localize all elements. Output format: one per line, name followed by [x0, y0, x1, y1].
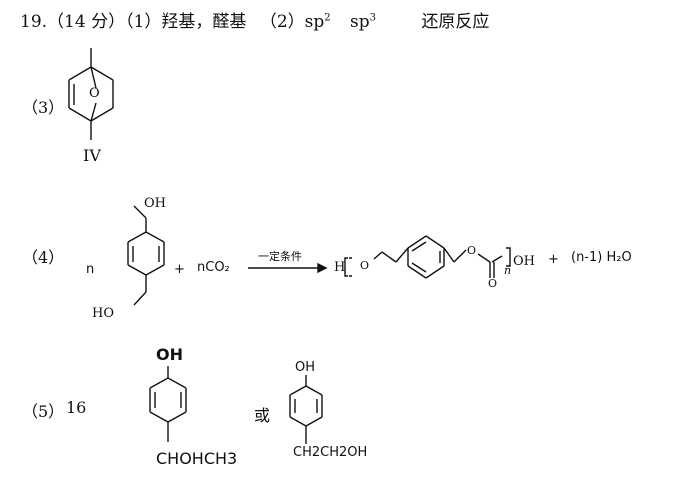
reaction-arrow	[248, 262, 328, 274]
polymer-end-h: H	[334, 260, 346, 275]
or-separator: 或	[254, 406, 271, 425]
reaction-type: 还原反应	[421, 12, 490, 32]
isomer2-side-chain: CH2CH2OH	[293, 445, 368, 460]
hydroxyl-bottom: HO	[92, 306, 114, 321]
polymer-product-structure	[344, 235, 511, 279]
part5-label: （5）	[22, 402, 65, 421]
question-header: 19.（14 分）（1）羟基，醛基 （2）sp2 sp3 还原反应	[20, 7, 489, 32]
hybridization-sp2: sp2	[304, 12, 331, 32]
hybridization-sp3: sp3	[350, 12, 377, 32]
ester-oxygen: O	[467, 244, 477, 257]
question-number: 19.	[20, 12, 48, 32]
coefficient-n: n	[86, 262, 95, 277]
repeat-index-n: n	[504, 264, 512, 277]
polymer-ether-oxygen: O	[360, 259, 370, 272]
question-score: （14 分）	[47, 12, 126, 32]
bridge-oxygen-atom: O	[89, 86, 100, 101]
part3-label: （3）	[22, 98, 65, 117]
isomer2-hydroxyl: OH	[295, 360, 316, 375]
part1-label: （1）	[125, 12, 162, 32]
reactant-diol-structure	[127, 205, 165, 306]
polymer-end-oh: OH	[513, 254, 535, 269]
isomer1-hydroxyl: OH	[156, 345, 183, 364]
part1-answer: 羟基，醛基	[161, 12, 247, 32]
carbon-dioxide: nCO₂	[197, 260, 230, 275]
plus-sign-2: +	[548, 252, 559, 267]
part2-label: （2）	[259, 12, 305, 32]
water-byproduct: (n-1) H₂O	[571, 250, 632, 265]
carbonyl-oxygen: O	[488, 277, 498, 290]
bicyclic-structure	[68, 48, 114, 140]
isomer2-structure	[289, 375, 323, 444]
reaction-condition: 一定条件	[258, 250, 302, 263]
isomer-count: 16	[66, 398, 87, 417]
compound-iv-label: IV	[83, 146, 101, 165]
isomer1-side-chain: CHOHCH3	[156, 449, 238, 468]
isomer1-structure	[149, 366, 187, 442]
part4-label: （4）	[22, 248, 65, 267]
hydroxyl-top: OH	[144, 196, 166, 211]
plus-sign-1: +	[174, 262, 185, 277]
